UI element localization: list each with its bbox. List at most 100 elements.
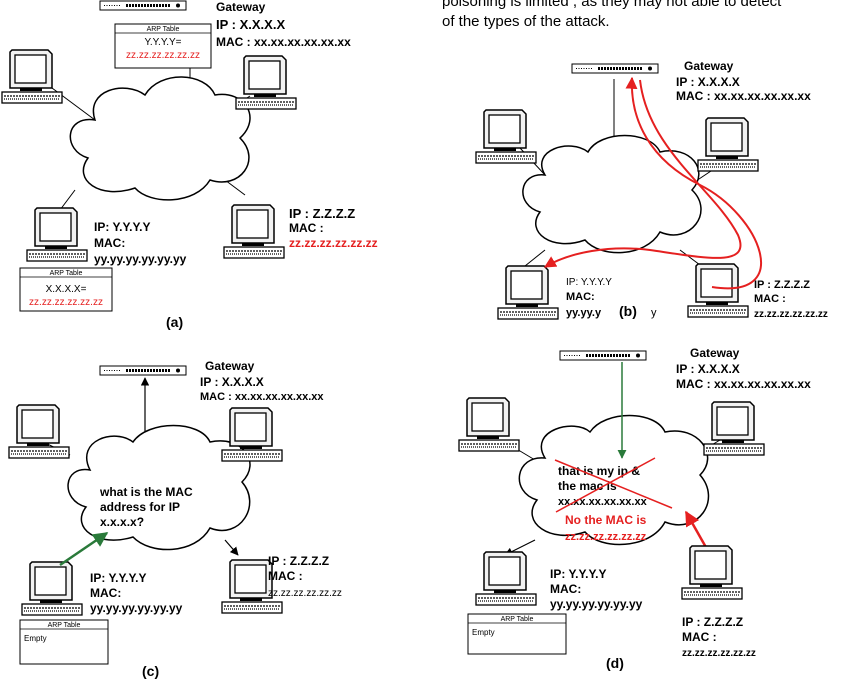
host-pc-topright	[697, 117, 759, 172]
attacker-mac: zz.zz.zz.zz.zz.zz	[682, 648, 756, 659]
host-pc-topleft	[1, 49, 63, 104]
host-pc-topleft	[8, 404, 70, 459]
attacker-ip: IP : Z.Z.Z.Z	[754, 279, 810, 291]
gateway-mac: MAC : xx.xx.xx.xx.xx.xx	[216, 35, 351, 49]
network-cloud	[522, 134, 702, 254]
question-line-3: x.x.x.x?	[100, 515, 144, 529]
gateway-ip: IP : X.X.X.X	[676, 362, 740, 376]
victim-arp-title: ARP Table	[501, 616, 534, 623]
intro-line-2: of the types of the attack.	[442, 13, 610, 30]
gw-arp-mac: zz.zz.zz.zz.zz.zz	[126, 50, 200, 61]
victim-pc	[497, 265, 559, 320]
spoofed-traffic-to-gateway	[625, 76, 762, 290]
host-pc-topleft	[475, 109, 537, 164]
attacker-ip: IP : Z.Z.Z.Z	[682, 615, 743, 629]
gateway-label: Gateway	[690, 346, 740, 360]
gateway-ip: IP : X.X.X.X	[200, 375, 264, 389]
victim-mac-label: MAC:	[566, 291, 595, 303]
attacker-ip: IP : Z.Z.Z.Z	[268, 554, 329, 568]
reply-line-1: that is my ip &	[558, 464, 640, 478]
question-line-1: what is the MAC	[99, 485, 193, 499]
host-pc-topright	[703, 401, 765, 456]
victim-pc	[21, 561, 83, 616]
victim-mac-label: MAC:	[94, 236, 125, 250]
victim-ip: IP: Y.Y.Y.Y	[566, 277, 612, 288]
gateway-label: Gateway	[684, 59, 734, 73]
host-pc-topright	[221, 407, 283, 462]
victim-ip: IP: Y.Y.Y.Y	[550, 567, 606, 581]
gateway-arp-table: ARP Table Y.Y.Y.Y= zz.zz.zz.zz.zz.zz	[114, 23, 212, 69]
reply-line-2: the mac is	[558, 479, 617, 493]
attacker-pc	[687, 263, 749, 318]
victim-ip: IP: Y.Y.Y.Y	[90, 571, 146, 585]
panel-b: Gateway IP : X.X.X.X MAC : xx.xx.xx.xx.x…	[475, 59, 828, 320]
panel-caption: (b)	[619, 303, 637, 319]
panel-caption: (d)	[606, 655, 624, 671]
victim-arp-entry: Empty	[24, 634, 47, 643]
victim-mac-label: MAC:	[90, 586, 121, 600]
strike-line-2	[555, 457, 656, 513]
attacker-pc	[223, 204, 285, 259]
victim-pc	[26, 207, 88, 262]
attacker-mac: zz.zz.zz.zz.zz.zz	[754, 309, 828, 320]
host-pc-topleft	[458, 397, 520, 452]
victim-arp-title: ARP Table	[48, 622, 81, 629]
victim-pc	[475, 551, 537, 606]
gw-arp-entry: Y.Y.Y.Y=	[145, 37, 182, 48]
host-pc-topright	[235, 55, 297, 110]
victim-mac-fragment: y	[651, 307, 657, 319]
strike-line-1	[554, 459, 673, 509]
attacker-mac-label: MAC :	[289, 221, 324, 235]
attacker-pc	[681, 545, 743, 600]
network-cloud	[67, 424, 251, 551]
panel-a: Gateway IP : X.X.X.X MAC : xx.xx.xx.xx.x…	[1, 0, 378, 330]
broadcast-down-arrow	[224, 539, 239, 556]
attacker-ip: IP : Z.Z.Z.Z	[289, 206, 355, 221]
gateway-switch	[98, 0, 188, 12]
gateway-mac: MAC : xx.xx.xx.xx.xx.xx	[676, 89, 811, 103]
victim-arp-table: ARP Table Empty	[467, 613, 567, 655]
gateway-switch	[98, 364, 188, 377]
gateway-mac: MAC : xx.xx.xx.xx.xx.xx	[200, 391, 324, 403]
victim-arp-mac: zz.zz.zz.zz.zz.zz	[29, 297, 103, 308]
gateway-mac: MAC : xx.xx.xx.xx.xx.xx	[676, 377, 811, 391]
victim-mac-label: MAC:	[550, 582, 581, 596]
victim-arp-entry: Empty	[472, 628, 495, 637]
attacker-mac-label: MAC :	[754, 293, 786, 305]
victim-mac: yy.yy.yy.yy.yy.yy	[90, 601, 183, 615]
victim-mac: yy.yy.y	[566, 307, 602, 319]
victim-mac: yy.yy.yy.yy.yy.yy	[94, 252, 187, 266]
gateway-label: Gateway	[216, 0, 266, 14]
intro-text: poisoning is limited , as they may not a…	[442, 0, 782, 30]
attacker-mac: zz.zz.zz.zz.zz.zz	[268, 588, 342, 599]
panel-d: Gateway IP : X.X.X.X MAC : xx.xx.xx.xx.x…	[458, 346, 811, 671]
victim-arp-entry: X.X.X.X=	[46, 284, 87, 295]
spoof-line-2: zz.zz.zz.zz.zz.zz	[565, 531, 647, 543]
spoofed-traffic-to-victim	[543, 79, 742, 268]
gw-arp-title: ARP Table	[147, 26, 180, 33]
panel-caption: (a)	[166, 314, 183, 330]
panel-c: Gateway IP : X.X.X.X MAC : xx.xx.xx.xx.x…	[8, 359, 342, 679]
victim-arp-table: ARP Table X.X.X.X= zz.zz.zz.zz.zz.zz	[19, 267, 113, 312]
gateway-ip: IP : X.X.X.X	[676, 75, 740, 89]
victim-ip: IP: Y.Y.Y.Y	[94, 220, 150, 234]
network-cloud	[69, 76, 251, 201]
intro-line-1: poisoning is limited , as they may not a…	[442, 0, 782, 10]
arp-request-arrow	[59, 531, 109, 567]
gateway-label: Gateway	[205, 359, 255, 373]
victim-arp-title: ARP Table	[50, 270, 83, 277]
panel-caption: (c)	[142, 663, 159, 679]
question-line-2: address for IP	[100, 500, 180, 514]
victim-mac: yy.yy.yy.yy.yy.yy	[550, 597, 643, 611]
gateway-switch	[570, 62, 660, 75]
spoof-line-1: No the MAC is	[565, 513, 647, 527]
gateway-switch	[558, 349, 648, 362]
attacker-mac-label: MAC :	[268, 569, 303, 583]
attacker-mac-label: MAC :	[682, 630, 717, 644]
victim-arp-table: ARP Table Empty	[19, 619, 109, 665]
gateway-ip: IP : X.X.X.X	[216, 17, 285, 32]
attacker-mac: zz.zz.zz.zz.zz.zz	[289, 236, 378, 250]
reply-line-3: xx.xx.xx.xx.xx.xx	[558, 496, 648, 508]
